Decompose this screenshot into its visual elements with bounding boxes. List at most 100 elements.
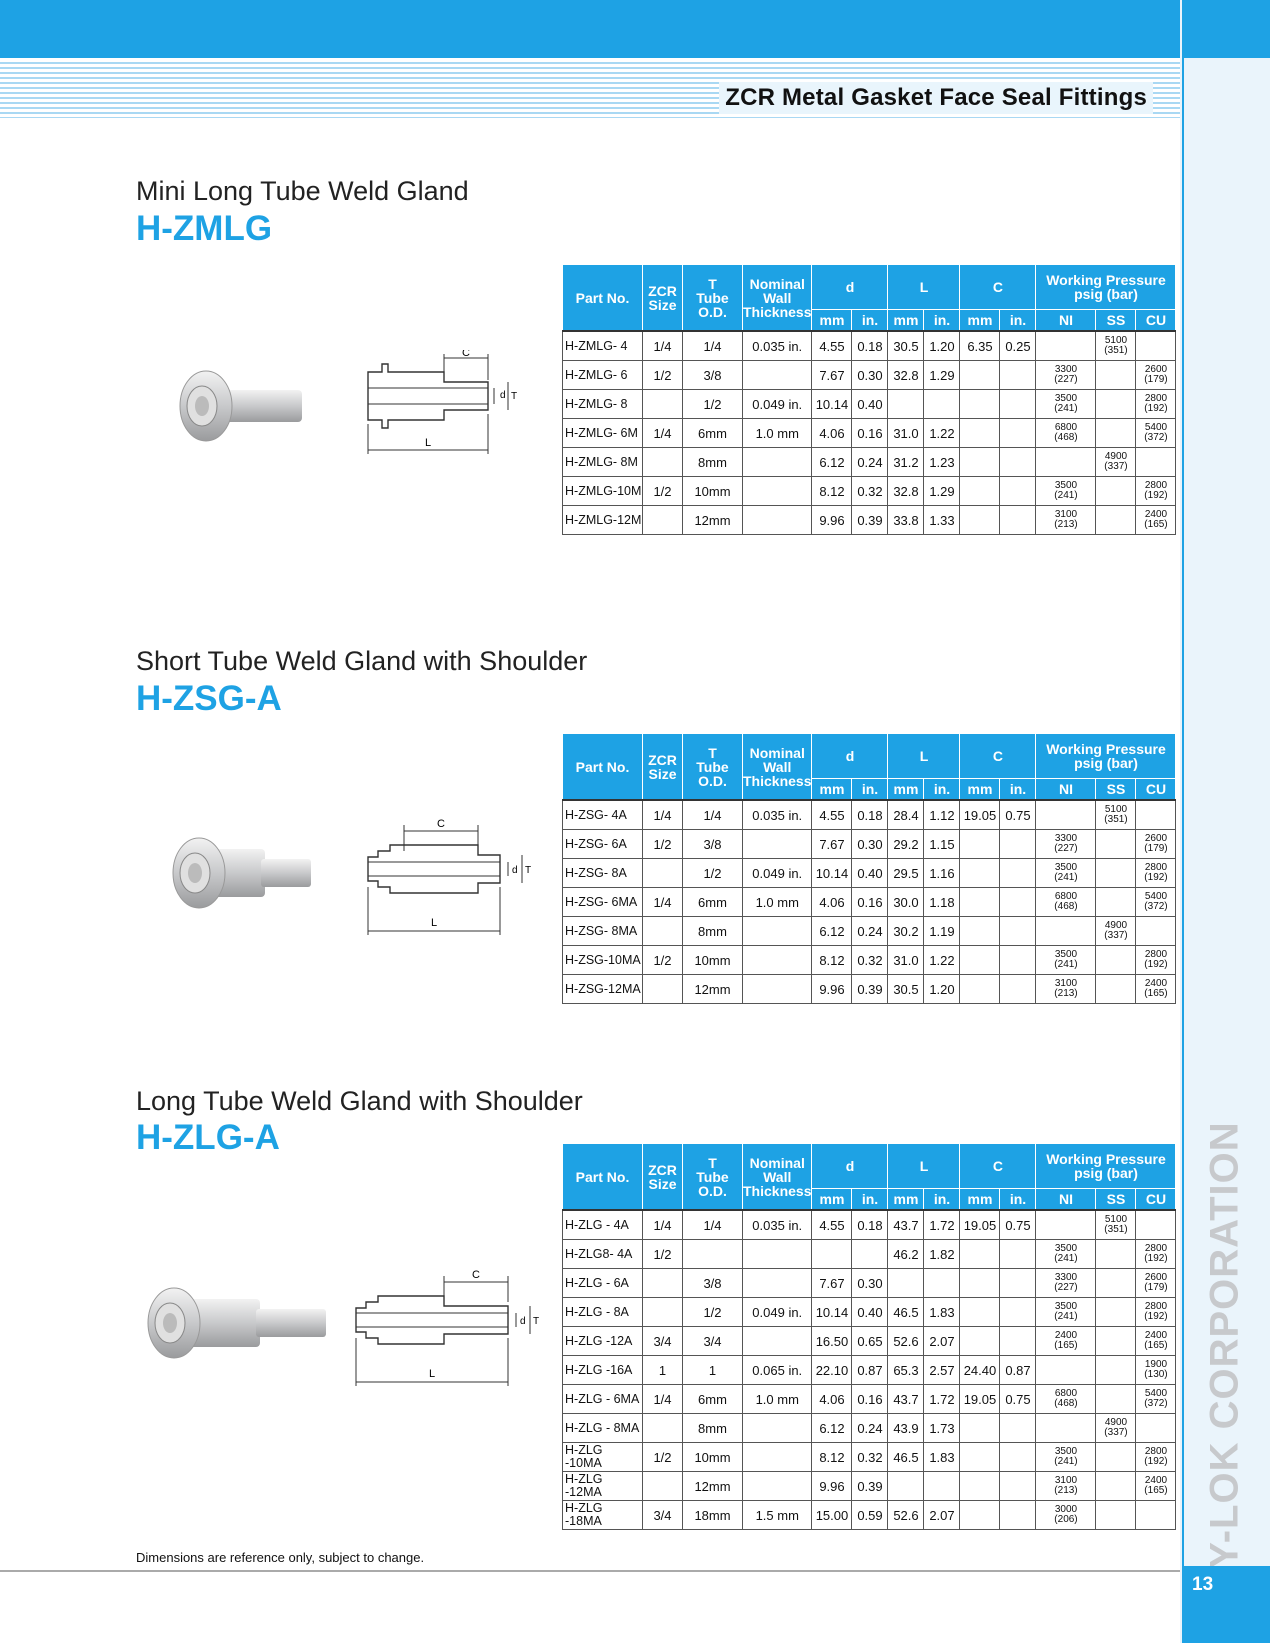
- cell-l-in: 1.12: [923, 799, 961, 830]
- col-sub-unit: mm: [959, 778, 1001, 801]
- cell-c-in: [999, 1442, 1037, 1472]
- cell-d-in: 0.30: [851, 360, 889, 390]
- cell-l-mm: 30.5: [887, 974, 925, 1004]
- cell-ss: [1095, 829, 1137, 859]
- cell-d-in: 0.32: [851, 476, 889, 506]
- cell-wall: 0.049 in.: [741, 1297, 813, 1327]
- cell-c-mm: [959, 1326, 1001, 1356]
- cell-d-mm: 10.14: [811, 1297, 853, 1327]
- cell-part: H-ZMLG- 6M: [562, 418, 643, 448]
- cell-od: 8mm: [682, 916, 743, 946]
- cell-d-mm: 10.14: [811, 389, 853, 419]
- cell-c-in: [999, 1413, 1037, 1443]
- cell-size: 1/4: [642, 887, 683, 917]
- cell-size: [642, 916, 683, 946]
- cell-cu: 5400(372): [1135, 1384, 1177, 1414]
- cell-c-mm: [959, 360, 1001, 390]
- cell-d-mm: 6.12: [811, 916, 853, 946]
- cell-size: [642, 858, 683, 888]
- col-part-no: Part No.: [562, 733, 643, 801]
- cell-ni: 3500(241): [1035, 476, 1097, 506]
- label-d: d: [500, 390, 506, 401]
- section-title: Mini Long Tube Weld Gland: [136, 176, 469, 206]
- cell-c-in: [999, 945, 1037, 975]
- col-sub-unit: CU: [1135, 778, 1177, 801]
- cell-wall: [741, 1239, 813, 1269]
- label-l: L: [431, 917, 437, 929]
- cell-c-mm: [959, 389, 1001, 419]
- cell-od: 1/4: [682, 1209, 743, 1240]
- cell-od: 1/4: [682, 330, 743, 361]
- cell-l-mm: 28.4: [887, 799, 925, 830]
- fitting-photo: [147, 1287, 326, 1359]
- cell-d-mm: 4.55: [811, 1209, 853, 1240]
- cell-ni: 3100(213): [1035, 974, 1097, 1004]
- cell-wall: 1.0 mm: [741, 887, 813, 917]
- cell-od: 10mm: [682, 945, 743, 975]
- cell-l-mm: [887, 1268, 925, 1298]
- cell-size: 1/2: [642, 945, 683, 975]
- col-sub-unit: CU: [1135, 309, 1177, 332]
- label-c: C: [462, 350, 470, 359]
- cell-size: 1/2: [642, 1239, 683, 1269]
- cell-wall: 0.049 in.: [741, 389, 813, 419]
- cell-l-in: 1.82: [923, 1239, 961, 1269]
- col-sub-unit: NI: [1035, 309, 1097, 332]
- cell-c-mm: [959, 505, 1001, 535]
- company-vertical-label: HY-LOK CORPORATION: [1202, 1121, 1247, 1599]
- cell-l-in: 1.72: [923, 1209, 961, 1240]
- col-sub-unit: SS: [1095, 778, 1137, 801]
- cell-c-in: 0.75: [999, 1384, 1037, 1414]
- cell-ss: [1095, 858, 1137, 888]
- cell-ni: 3300(227): [1035, 1268, 1097, 1298]
- cell-c-in: [999, 389, 1037, 419]
- cell-size: [642, 389, 683, 419]
- cell-d-in: 0.40: [851, 1297, 889, 1327]
- col-sub-unit: in.: [999, 309, 1037, 332]
- cell-l-mm: 32.8: [887, 360, 925, 390]
- section-code: H-ZMLG: [136, 209, 273, 248]
- cell-ni: 3500(241): [1035, 945, 1097, 975]
- cell-c-mm: 19.05: [959, 1209, 1001, 1240]
- cell-d-mm: 4.55: [811, 330, 853, 361]
- cell-d-mm: 22.10: [811, 1355, 853, 1385]
- cell-c-in: [999, 1326, 1037, 1356]
- cell-ss: [1095, 1297, 1137, 1327]
- cell-l-mm: 46.2: [887, 1239, 925, 1269]
- cell-c-in: [999, 505, 1037, 535]
- cell-c-mm: [959, 974, 1001, 1004]
- cell-l-in: 1.20: [923, 330, 961, 361]
- footnote: Dimensions are reference only, subject t…: [136, 1550, 425, 1565]
- cell-size: [642, 1297, 683, 1327]
- top-banner: [0, 0, 1180, 58]
- cell-part: H-ZLG - 8MA: [562, 1413, 643, 1443]
- col-c: C: [959, 264, 1037, 310]
- cell-d-in: 0.18: [851, 799, 889, 830]
- cell-size: 1/4: [642, 1384, 683, 1414]
- cell-ni: 6800(468): [1035, 418, 1097, 448]
- cell-wall: [741, 1268, 813, 1298]
- cell-d-in: 0.39: [851, 974, 889, 1004]
- cell-part: H-ZMLG- 8: [562, 389, 643, 419]
- cell-ss: [1095, 1442, 1137, 1472]
- page-number-box: 13: [1184, 1566, 1270, 1643]
- cell-wall: [741, 974, 813, 1004]
- cell-d-mm: 9.96: [811, 974, 853, 1004]
- cell-l-in: 2.07: [923, 1500, 961, 1530]
- cell-l-mm: 30.2: [887, 916, 925, 946]
- cell-d-mm: 8.12: [811, 945, 853, 975]
- cell-c-in: [999, 858, 1037, 888]
- cell-size: 1: [642, 1355, 683, 1385]
